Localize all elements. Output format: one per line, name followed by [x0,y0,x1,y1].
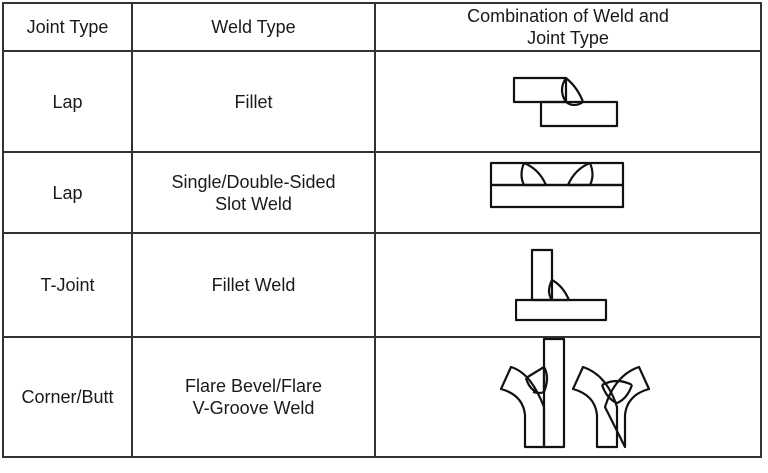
weld-type-text: Slot Weld [215,193,292,214]
header-combination: Combination of Weld and Joint Type [374,2,762,52]
weld-type-text: Fillet [234,91,273,112]
flare-groove-diagram-icon [499,337,651,449]
table-row: Lap Fillet [2,50,762,153]
weld-type-cell: Fillet Weld [131,232,376,338]
figure-cell [374,232,762,338]
weld-type-cell: Single/Double-Sided Slot Weld [131,151,376,234]
weld-type-text: Single/Double-Sided [171,171,336,192]
header-row: Joint Type Weld Type Combination of Weld… [2,2,762,52]
figure-cell [374,336,762,458]
header-combination-line2: Joint Type [527,28,609,48]
table-row: Lap Single/Double-Sided Slot Weld [2,151,762,234]
weld-type-text: Fillet Weld [211,275,296,295]
t-joint-fillet-diagram-icon [515,248,608,322]
weld-type-text: Flare Bevel/Flare [184,376,323,396]
joint-type-cell: Corner/Butt [2,336,133,458]
joint-type-cell: Lap [2,50,133,153]
lap-slot-weld-diagram-icon [489,161,625,208]
table-row: T-Joint Fillet Weld [2,232,762,338]
figure-cell [374,50,762,153]
weld-joint-table: Joint Type Weld Type Combination of Weld… [2,2,762,458]
figure-cell [374,151,762,234]
joint-type-cell: Lap [2,151,133,234]
weld-type-cell: Flare Bevel/Flare V-Groove Weld [131,336,376,458]
header-combination-line1: Combination of Weld and [467,6,669,26]
header-joint-type: Joint Type [2,2,133,52]
header-weld-type: Weld Type [131,2,376,52]
weld-type-cell: Fillet [131,50,376,153]
weld-type-text: V-Groove Weld [192,398,315,418]
lap-fillet-diagram-icon [512,76,619,127]
joint-type-cell: T-Joint [2,232,133,338]
table-row: Corner/Butt Flare Bevel/Flare V-Groove W… [2,336,762,458]
